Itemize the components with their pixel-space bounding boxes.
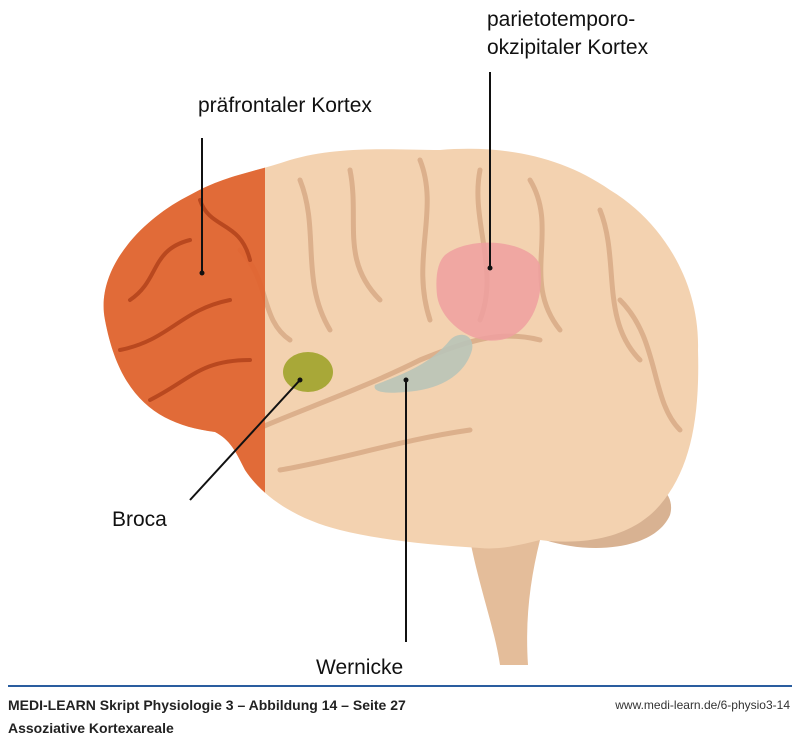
footer-url[interactable]: www.medi-learn.de/6-physio3-14 (615, 698, 790, 712)
broca-label: Broca (112, 508, 167, 531)
wernicke-region (374, 334, 473, 393)
footer-subtitle: Assoziative Kortexareale (8, 720, 174, 736)
brain-stem (470, 540, 540, 665)
footer-divider (8, 685, 792, 687)
pto-label-line2: okzipitaler Kortex (487, 36, 649, 59)
prefrontal-label: präfrontaler Kortex (198, 94, 372, 117)
pto-region (436, 242, 541, 341)
broca-region (283, 352, 333, 392)
broca-leader (189, 379, 301, 501)
pto-label-line1: parietotemporo- (487, 8, 636, 31)
wernicke-label: Wernicke (316, 656, 404, 679)
footer-title: MEDI-LEARN Skript Physiologie 3 – Abbild… (8, 697, 406, 713)
